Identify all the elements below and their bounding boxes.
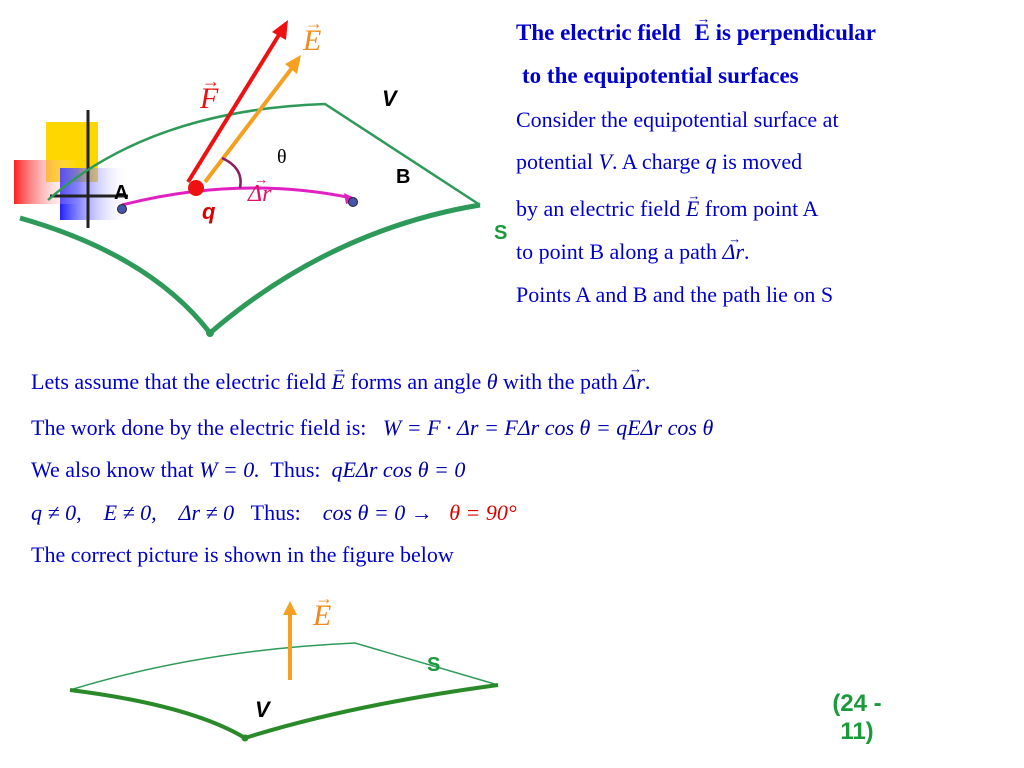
equipotential-surface-top-edge [47,102,481,207]
fig1-theta-label: θ [277,146,287,168]
body-line-3: We also know that W = 0. Thus: qEΔr cos … [31,457,466,482]
intro-line-3: by an electric field E from point A [516,196,818,222]
angle-result: θ = 90° [449,500,517,525]
fig1-e-label: E [303,24,321,58]
fig1-b-label: B [396,166,411,188]
work-equation: W = F · Δr = FΔr cos θ = qEΔr cos θ [382,415,714,440]
theta-arc [221,156,242,189]
body-line-5: The correct picture is shown in the figu… [31,542,454,567]
heading-line-1: The electric field E is perpendicular [516,20,876,46]
intro-line-2: potential V. A charge q is moved [516,149,803,174]
body-line-2: The work done by the electric field is: … [31,415,714,440]
figure-bottom [69,601,499,742]
charge-q [188,180,204,196]
body-line-1: Lets assume that the electric field E fo… [31,369,650,395]
decorative-logo [14,110,130,228]
intro-line-5: Points A and B and the path lie on S [516,282,834,307]
heading-line-2: to the equipotential surfaces [522,63,799,88]
fig1-f-label: F [200,82,218,116]
point-a [117,204,127,214]
intro-line-4: to point B along a path Δr. [516,239,750,265]
force-arrow [186,28,284,184]
fig1-dr-label: Δr [248,181,271,208]
field-arrow [203,62,297,184]
fig1-q-label: q [202,199,216,224]
body-line-4: q ≠ 0, E ≠ 0, Δr ≠ 0 Thus: cos θ = 0 → θ… [31,500,517,525]
path-arrow [121,186,353,207]
fig2-e-label: E [313,599,331,633]
figure-top [14,20,510,337]
surface-bottom-top-edge [69,642,499,691]
fig2-s-label: S [427,654,441,676]
fig2-v-label: V [255,697,270,722]
fig1-a-label: A [114,182,129,204]
fig1-v-label: V [382,86,397,111]
intro-line-1: Consider the equipotential surface at [516,107,839,132]
slide-number: (24 - 11) [832,690,882,745]
fig1-s-label: S [494,222,508,244]
surface-bottom-front-edge [69,683,499,741]
point-b [348,197,358,207]
